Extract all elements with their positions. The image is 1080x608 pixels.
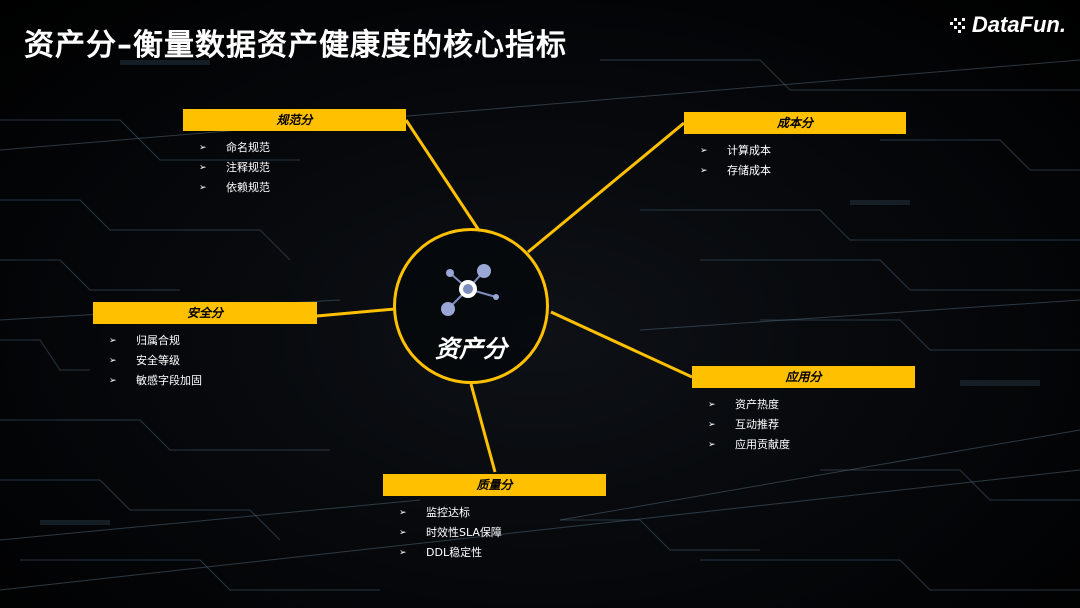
list-item: 时效性SLA保障 <box>399 523 502 543</box>
list-item: 监控达标 <box>399 503 502 523</box>
list-item: 命名规范 <box>199 138 270 158</box>
branch-label-usage: 应用分 <box>692 366 915 388</box>
branch-items-quality: 监控达标 时效性SLA保障 DDL稳定性 <box>399 503 502 563</box>
branch-items-cost: 计算成本 存储成本 <box>700 141 771 181</box>
list-item: 依赖规范 <box>199 178 270 198</box>
list-item: 互动推荐 <box>708 415 790 435</box>
list-item: 资产热度 <box>708 395 790 415</box>
list-item: 归属合规 <box>109 331 202 351</box>
list-item: 应用贡献度 <box>708 435 790 455</box>
list-item: 存储成本 <box>700 161 771 181</box>
datafun-logo-icon <box>949 18 965 33</box>
connector-security <box>316 307 396 318</box>
branch-label-quality: 质量分 <box>383 474 606 496</box>
list-item: 安全等级 <box>109 351 202 371</box>
list-item: 敏感字段加固 <box>109 371 202 391</box>
center-node: 资产分 <box>393 228 549 384</box>
connector-quality <box>469 383 497 473</box>
list-item: 计算成本 <box>700 141 771 161</box>
list-item: 注释规范 <box>199 158 270 178</box>
connector-usage <box>550 310 693 379</box>
connector-cost <box>527 121 685 254</box>
network-hub-icon <box>441 264 499 316</box>
branch-items-security: 归属合规 安全等级 敏感字段加固 <box>109 331 202 391</box>
datafun-logo: DataFun. <box>948 12 1066 38</box>
list-item: DDL稳定性 <box>399 543 502 563</box>
branch-label-spec: 规范分 <box>183 109 406 131</box>
center-label: 资产分 <box>435 335 507 363</box>
branch-label-cost: 成本分 <box>684 112 906 134</box>
branch-items-spec: 命名规范 注释规范 依赖规范 <box>199 138 270 198</box>
connector-spec <box>404 119 482 233</box>
branch-label-security: 安全分 <box>93 302 317 324</box>
branch-items-usage: 资产热度 互动推荐 应用贡献度 <box>708 395 790 455</box>
slide-title: 资产分–衡量数据资产健康度的核心指标 <box>24 28 567 63</box>
datafun-logo-text: DataFun. <box>971 12 1066 37</box>
